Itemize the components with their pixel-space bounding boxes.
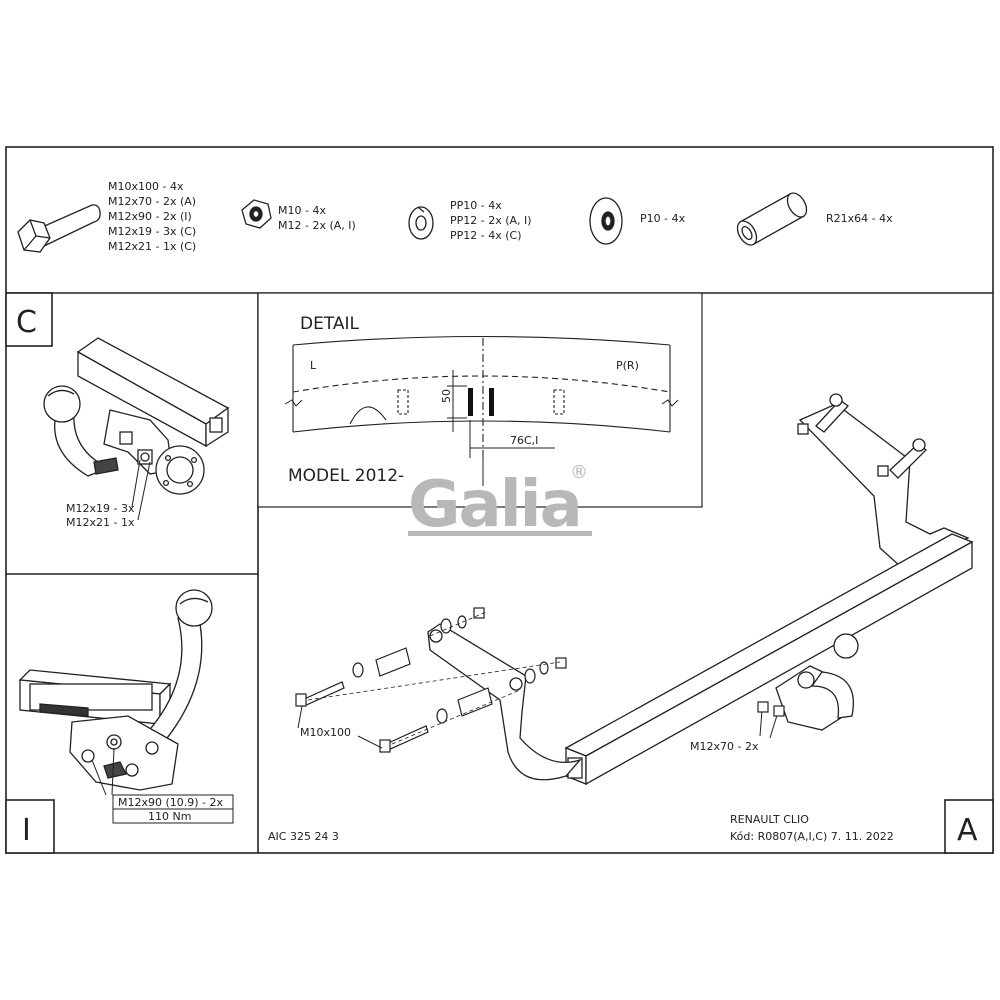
part-number: AIC 325 24 3 bbox=[268, 830, 339, 843]
galia-logo: Galia ® bbox=[408, 462, 592, 542]
nut-icon bbox=[241, 199, 272, 229]
panel-i: M12x90 (10.9) - 2x 110 Nm I bbox=[5, 589, 234, 854]
detail-dim-horizontal: 76C,I bbox=[510, 434, 538, 447]
panel-i-callout-1: M12x90 (10.9) - 2x bbox=[118, 796, 224, 809]
hole-right bbox=[489, 388, 494, 416]
panel-c: C M12x19 - 3x M12 bbox=[5, 292, 230, 529]
spring-washer-line-2: PP12 - 2x (A, I) bbox=[450, 214, 532, 227]
spring-washer-icon bbox=[408, 206, 434, 240]
nut-line-1: M10 - 4x bbox=[278, 204, 326, 217]
spacer-tube-icon bbox=[736, 192, 808, 246]
flat-washer-icon bbox=[589, 197, 623, 245]
bolt-line-4: M12x19 - 3x (C) bbox=[108, 225, 196, 238]
flat-washer-label: P10 - 4x bbox=[640, 212, 686, 225]
panel-a-letter: A bbox=[957, 813, 978, 848]
panel-a-bolt-label-a: M12x70 - 2x bbox=[690, 740, 759, 753]
panel-i-callout-2: 110 Nm bbox=[148, 810, 191, 823]
detail-title: DETAIL bbox=[300, 314, 360, 334]
panel-c-letter: C bbox=[16, 305, 37, 340]
bolt-line-1: M10x100 - 4x bbox=[108, 180, 184, 193]
spring-washer-line-3: PP12 - 4x (C) bbox=[450, 229, 522, 242]
removable-hook-illustration bbox=[18, 589, 213, 791]
panel-a-bolt-label: M10x100 bbox=[300, 726, 351, 739]
detail-right-label: P(R) bbox=[616, 359, 639, 372]
code-and-date: Kód: R0807(A,I,C) 7. 11. 2022 bbox=[730, 830, 894, 843]
panel-c-callout-2: M12x21 - 1x bbox=[66, 516, 135, 529]
galia-logo-text: Galia bbox=[408, 468, 581, 542]
panel-c-callout-1: M12x19 - 3x bbox=[66, 502, 135, 515]
model-label: MODEL 2012- bbox=[288, 466, 404, 486]
hole-left bbox=[468, 388, 473, 416]
spring-washer-line-1: PP10 - 4x bbox=[450, 199, 502, 212]
galia-registered-mark: ® bbox=[570, 462, 588, 483]
nut-line-2: M12 - 2x (A, I) bbox=[278, 219, 356, 232]
detail-dim-vertical: 50 bbox=[440, 389, 453, 403]
panel-i-letter: I bbox=[22, 813, 31, 848]
hardware-list: M10x100 - 4x M12x70 - 2x (A) M12x90 - 2x… bbox=[17, 180, 893, 253]
detail-inset: DETAIL L P(R) 50 76C,I MODEL 20 bbox=[257, 292, 703, 508]
vehicle-name: RENAULT CLIO bbox=[730, 813, 809, 826]
detail-left-label: L bbox=[310, 359, 317, 372]
spacer-tube-label: R21x64 - 4x bbox=[826, 212, 893, 225]
bolt-icon bbox=[17, 204, 101, 253]
bumper-profile bbox=[292, 335, 671, 458]
bolt-line-2: M12x70 - 2x (A) bbox=[108, 195, 196, 208]
bolt-line-5: M12x21 - 1x (C) bbox=[108, 240, 196, 253]
tow-bar-assembly bbox=[427, 393, 974, 786]
bolt-line-3: M12x90 - 2x (I) bbox=[108, 210, 192, 223]
tube-bracket-illustration bbox=[43, 337, 230, 495]
